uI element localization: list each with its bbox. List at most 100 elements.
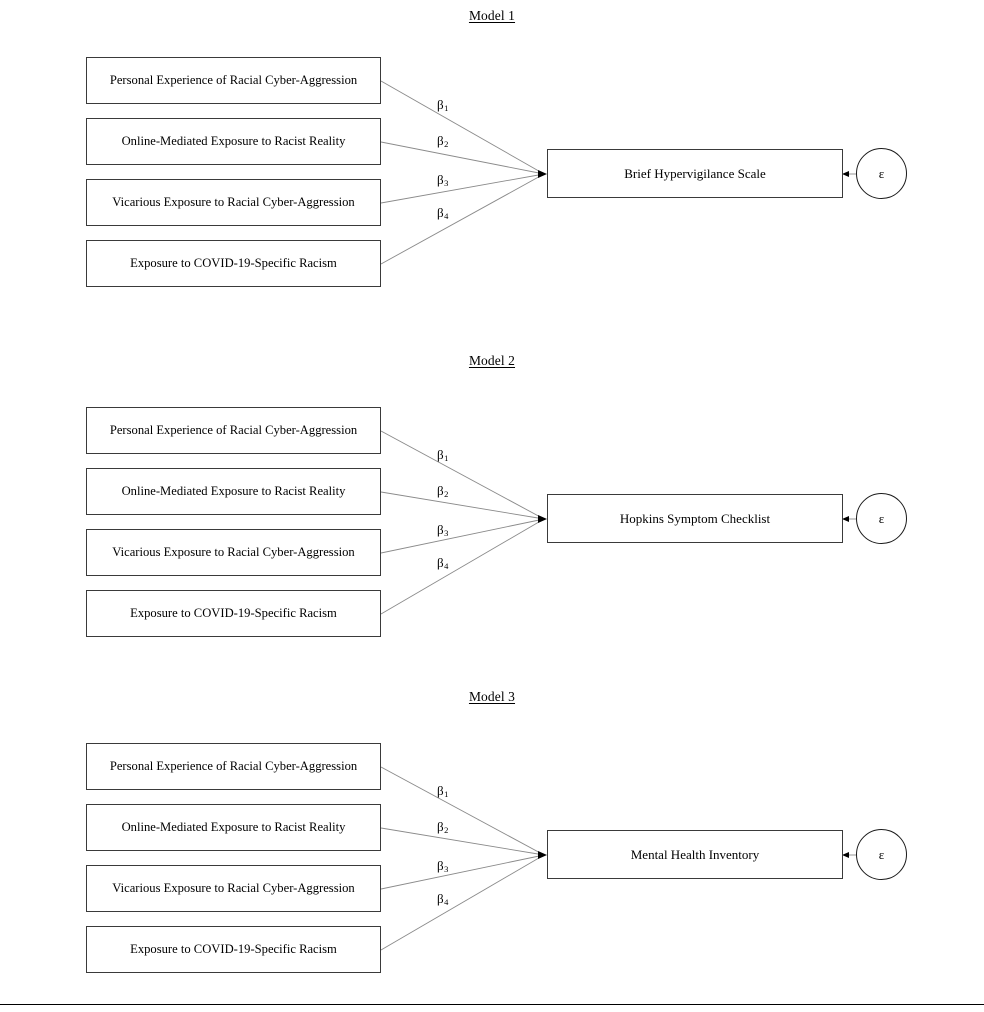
predictor-box[interactable]: Online-Mediated Exposure to Racist Reali… bbox=[86, 804, 381, 851]
path-line-3 bbox=[380, 854, 545, 890]
path-coefficient-label: β3 bbox=[437, 858, 449, 875]
outcome-label: Mental Health Inventory bbox=[630, 846, 760, 862]
beta-subscript: 1 bbox=[444, 103, 449, 113]
predictor-label: Personal Experience of Racial Cyber-Aggr… bbox=[109, 73, 358, 87]
beta-subscript: 3 bbox=[444, 528, 449, 538]
predictor-box[interactable]: Personal Experience of Racial Cyber-Aggr… bbox=[86, 57, 381, 104]
beta-symbol: β bbox=[437, 819, 444, 834]
predictor-box[interactable]: Online-Mediated Exposure to Racist Reali… bbox=[86, 468, 381, 515]
model-block-3: Model 3 Personal Experience of Racial Cy… bbox=[0, 689, 984, 1009]
model-title-text: Model 1 bbox=[468, 8, 516, 23]
predictor-box[interactable]: Personal Experience of Racial Cyber-Aggr… bbox=[86, 407, 381, 454]
beta-subscript: 1 bbox=[444, 453, 449, 463]
footer-divider bbox=[0, 1004, 984, 1005]
model-title: Model 2 bbox=[0, 353, 984, 369]
error-term-circle[interactable]: ε bbox=[856, 829, 907, 880]
beta-subscript: 2 bbox=[444, 139, 449, 149]
beta-subscript: 2 bbox=[444, 825, 449, 835]
predictor-box[interactable]: Personal Experience of Racial Cyber-Aggr… bbox=[86, 743, 381, 790]
outcome-label: Brief Hypervigilance Scale bbox=[624, 165, 766, 181]
path-line-1 bbox=[380, 80, 545, 175]
path-coefficient-label: β2 bbox=[437, 483, 449, 500]
path-line-1 bbox=[380, 430, 545, 520]
path-coefficient-label: β1 bbox=[437, 97, 449, 114]
predictor-label: Personal Experience of Racial Cyber-Aggr… bbox=[109, 423, 358, 437]
predictor-label: Exposure to COVID-19-Specific Racism bbox=[130, 606, 337, 620]
path-line-3 bbox=[380, 173, 545, 204]
error-term-label: ε bbox=[878, 166, 885, 181]
beta-symbol: β bbox=[437, 205, 444, 220]
beta-subscript: 4 bbox=[444, 897, 449, 907]
path-coefficient-label: β1 bbox=[437, 783, 449, 800]
predictor-box[interactable]: Vicarious Exposure to Racial Cyber-Aggre… bbox=[86, 179, 381, 226]
path-line-3 bbox=[380, 518, 545, 554]
path-coefficient-label: β2 bbox=[437, 819, 449, 836]
predictor-label: Online-Mediated Exposure to Racist Reali… bbox=[121, 484, 346, 498]
path-coefficient-label: β4 bbox=[437, 555, 449, 572]
path-arrowhead bbox=[538, 515, 547, 523]
path-coefficient-label: β3 bbox=[437, 172, 449, 189]
error-term-circle[interactable]: ε bbox=[856, 148, 907, 199]
model-title-text: Model 2 bbox=[468, 353, 516, 368]
predictor-label: Online-Mediated Exposure to Racist Reali… bbox=[121, 820, 346, 834]
predictor-box[interactable]: Exposure to COVID-19-Specific Racism bbox=[86, 590, 381, 637]
predictor-label: Vicarious Exposure to Racial Cyber-Aggre… bbox=[112, 195, 355, 209]
predictor-label: Vicarious Exposure to Racial Cyber-Aggre… bbox=[112, 881, 355, 895]
error-term-circle[interactable]: ε bbox=[856, 493, 907, 544]
outcome-box[interactable]: Brief Hypervigilance Scale bbox=[547, 149, 843, 198]
path-coefficient-label: β2 bbox=[437, 133, 449, 150]
beta-symbol: β bbox=[437, 891, 444, 906]
beta-symbol: β bbox=[437, 783, 444, 798]
predictor-box[interactable]: Exposure to COVID-19-Specific Racism bbox=[86, 926, 381, 973]
model-title: Model 1 bbox=[0, 8, 984, 24]
error-arrowhead bbox=[842, 171, 849, 177]
beta-subscript: 3 bbox=[444, 864, 449, 874]
path-coefficient-label: β4 bbox=[437, 205, 449, 222]
predictor-label: Exposure to COVID-19-Specific Racism bbox=[130, 942, 337, 956]
outcome-box[interactable]: Mental Health Inventory bbox=[547, 830, 843, 879]
error-term-label: ε bbox=[878, 847, 885, 862]
predictor-box[interactable]: Exposure to COVID-19-Specific Racism bbox=[86, 240, 381, 287]
beta-subscript: 4 bbox=[444, 211, 449, 221]
beta-subscript: 2 bbox=[444, 489, 449, 499]
beta-subscript: 3 bbox=[444, 178, 449, 188]
beta-symbol: β bbox=[437, 522, 444, 537]
error-arrowhead bbox=[842, 852, 849, 858]
beta-symbol: β bbox=[437, 172, 444, 187]
path-line-2 bbox=[380, 141, 545, 175]
beta-symbol: β bbox=[437, 133, 444, 148]
path-line-4 bbox=[380, 854, 545, 951]
predictor-label: Online-Mediated Exposure to Racist Reali… bbox=[121, 134, 346, 148]
model-title: Model 3 bbox=[0, 689, 984, 705]
outcome-label: Hopkins Symptom Checklist bbox=[619, 510, 771, 526]
path-arrowhead bbox=[538, 851, 547, 859]
predictor-label: Vicarious Exposure to Racial Cyber-Aggre… bbox=[112, 545, 355, 559]
path-coefficient-label: β4 bbox=[437, 891, 449, 908]
path-line-2 bbox=[380, 827, 545, 856]
path-coefficient-label: β3 bbox=[437, 522, 449, 539]
path-line-4 bbox=[380, 173, 545, 265]
beta-symbol: β bbox=[437, 447, 444, 462]
predictor-box[interactable]: Vicarious Exposure to Racial Cyber-Aggre… bbox=[86, 865, 381, 912]
model-title-text: Model 3 bbox=[468, 689, 516, 704]
beta-symbol: β bbox=[437, 858, 444, 873]
path-line-2 bbox=[380, 491, 545, 520]
outcome-box[interactable]: Hopkins Symptom Checklist bbox=[547, 494, 843, 543]
error-term-label: ε bbox=[878, 511, 885, 526]
predictor-label: Exposure to COVID-19-Specific Racism bbox=[130, 256, 337, 270]
error-arrowhead bbox=[842, 516, 849, 522]
path-line-4 bbox=[380, 518, 545, 615]
beta-symbol: β bbox=[437, 555, 444, 570]
predictor-label: Personal Experience of Racial Cyber-Aggr… bbox=[109, 759, 358, 773]
predictor-box[interactable]: Vicarious Exposure to Racial Cyber-Aggre… bbox=[86, 529, 381, 576]
beta-subscript: 1 bbox=[444, 789, 449, 799]
predictor-box[interactable]: Online-Mediated Exposure to Racist Reali… bbox=[86, 118, 381, 165]
beta-symbol: β bbox=[437, 97, 444, 112]
model-block-1: Model 1 Personal Experience of Racial Cy… bbox=[0, 8, 984, 328]
model-block-2: Model 2 Personal Experience of Racial Cy… bbox=[0, 353, 984, 673]
beta-symbol: β bbox=[437, 483, 444, 498]
path-coefficient-label: β1 bbox=[437, 447, 449, 464]
path-arrowhead bbox=[538, 170, 547, 178]
beta-subscript: 4 bbox=[444, 561, 449, 571]
